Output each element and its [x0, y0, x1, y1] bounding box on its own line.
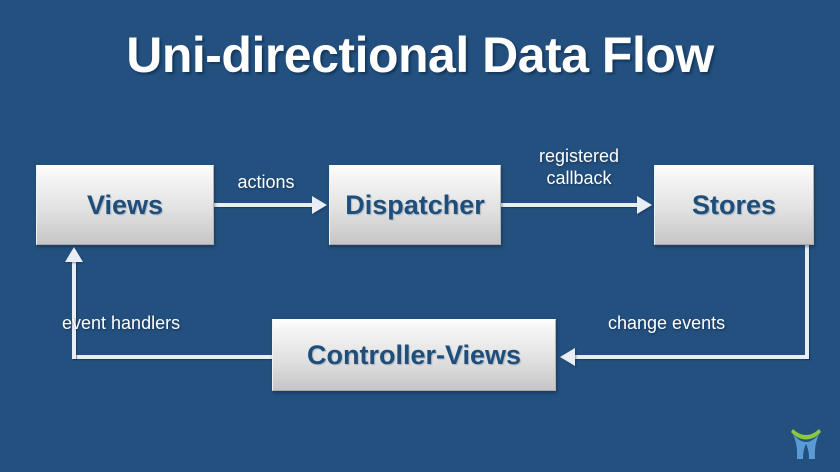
node-views[interactable]: Views	[36, 165, 214, 245]
edge-label-registered-callback: registered callback	[538, 146, 620, 188]
connector-stores-down	[805, 245, 809, 359]
node-dispatcher-label: Dispatcher	[345, 189, 485, 220]
node-views-label: Views	[86, 189, 164, 220]
node-dispatcher[interactable]: Dispatcher	[329, 165, 501, 245]
arrowhead-dispatcher-to-stores-icon	[637, 196, 652, 214]
arrowhead-stores-to-controller-icon	[560, 348, 575, 366]
connector-views-to-dispatcher	[214, 203, 314, 207]
person-arc-logo-icon	[784, 419, 828, 463]
connector-left-up-to-views	[72, 262, 76, 359]
connector-dispatcher-to-stores	[501, 203, 639, 207]
arrowhead-controller-to-views-icon	[65, 247, 83, 262]
connector-controller-to-left	[72, 355, 274, 359]
edge-label-event-handlers: event handlers	[62, 313, 181, 333]
connector-stores-to-controller	[575, 355, 809, 359]
node-controller-label: Controller-Views	[306, 339, 522, 370]
edge-label-actions: actions	[237, 172, 295, 192]
arrowhead-views-to-dispatcher-icon	[312, 196, 327, 214]
node-stores-label: Stores	[691, 189, 777, 220]
node-stores[interactable]: Stores	[654, 165, 814, 245]
edge-label-change-events: change events	[608, 313, 726, 333]
page-title: Uni-directional Data Flow	[126, 27, 714, 83]
node-controller[interactable]: Controller-Views	[272, 319, 556, 391]
